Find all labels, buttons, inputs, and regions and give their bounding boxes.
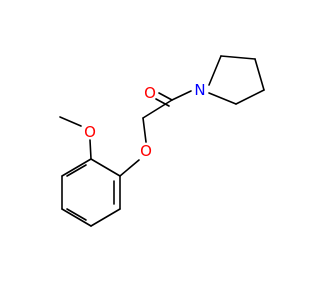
bond-ar-inner-2 bbox=[66, 208, 87, 221]
bond-methoxy-o-ch3 bbox=[59, 116, 82, 127]
bond-n-ring-c1 bbox=[208, 55, 222, 86]
bond-ar-c2-c3 bbox=[90, 208, 121, 227]
bond-ar-c6-c1 bbox=[90, 158, 121, 177]
bond-carbonyl-double-a bbox=[158, 92, 173, 101]
bond-carbonyl-c-ch2 bbox=[142, 99, 173, 119]
bonds bbox=[59, 55, 265, 227]
bond-aryl-c-methoxy-o bbox=[89, 139, 92, 160]
bond-ring-c4-n bbox=[208, 92, 237, 105]
bond-carbonyl-double-b bbox=[155, 98, 170, 107]
bond-ar-inner-3 bbox=[66, 164, 87, 177]
bond-ar-c5-c6 bbox=[61, 158, 92, 177]
atom-o-methoxy: O bbox=[84, 123, 96, 141]
bond-n-carbonyl-c bbox=[171, 90, 192, 101]
bond-ring-c2-c3 bbox=[254, 58, 265, 91]
atom-o-ketone: O bbox=[144, 84, 156, 102]
atom-o-ether: O bbox=[140, 142, 152, 160]
bond-ar-c3-c4 bbox=[61, 208, 92, 227]
bond-ring-c3-c4 bbox=[235, 89, 265, 105]
bond-ring-c1-c2 bbox=[220, 55, 256, 60]
atom-n-pyrrolidine: N bbox=[194, 81, 205, 99]
molecule-structure: O N O O bbox=[59, 55, 265, 227]
bond-ether-o-aryl-c bbox=[119, 159, 140, 177]
bond-ch2-ether-o bbox=[142, 117, 147, 143]
atom-labels: O N O O bbox=[84, 81, 206, 160]
